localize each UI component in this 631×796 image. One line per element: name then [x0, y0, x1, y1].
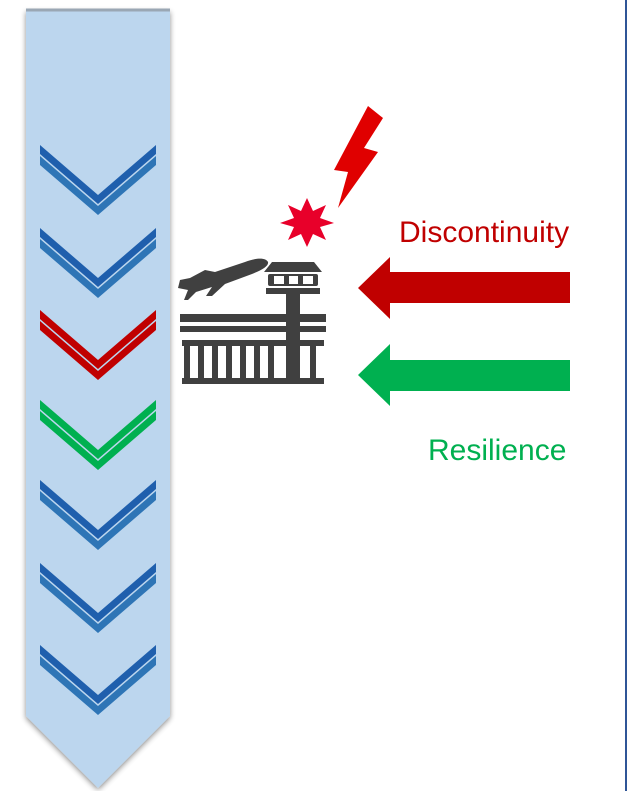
- explosion-icon: [280, 198, 334, 247]
- airplane-icon: [178, 258, 269, 300]
- discontinuity-arrow-icon: [358, 257, 570, 319]
- airport-tower-icon: [180, 262, 326, 384]
- resilience-label: Resilience: [428, 434, 567, 467]
- lightning-bolt-icon: [334, 106, 383, 208]
- resilience-arrow-icon: [358, 344, 570, 406]
- discontinuity-label: Discontinuity: [399, 216, 570, 249]
